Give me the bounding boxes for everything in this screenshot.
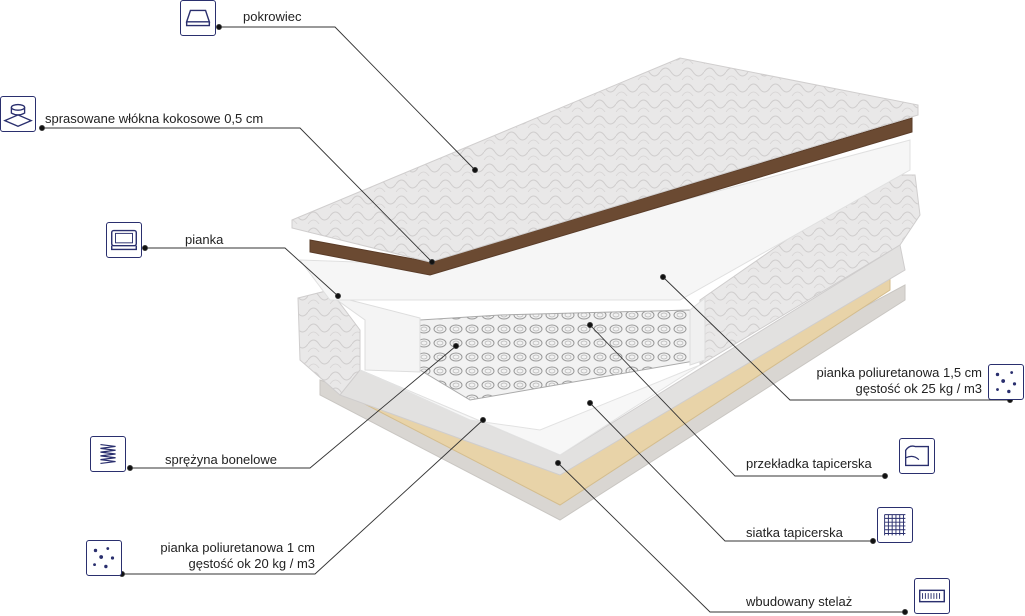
label-foam: pianka	[185, 232, 224, 247]
fabric-sheet-icon	[899, 438, 935, 474]
label-spring: sprężyna bonelowe	[165, 452, 278, 467]
mattress-cover-icon	[180, 0, 216, 36]
label-cover: pokrowiec	[243, 9, 302, 24]
cover-layer	[291, 57, 919, 263]
foam-icon	[106, 222, 142, 258]
coconut-fiber-icon	[0, 96, 36, 132]
mattress-body	[297, 174, 921, 476]
label-pu-foam-1-line1: pianka poliuretanowa 1 cm	[160, 540, 315, 555]
spring-icon	[90, 436, 126, 472]
foam-density-icon	[988, 364, 1024, 400]
leader-lines	[39, 24, 1013, 615]
label-pu-foam-15: pianka poliuretanowa 1,5 cm gęstość ok 2…	[782, 365, 983, 397]
label-pu-foam-15-line1: pianka poliuretanowa 1,5 cm	[816, 365, 983, 380]
spring-core	[329, 294, 706, 456]
label-frame: wbudowany stelaż	[746, 594, 853, 609]
label-pu-foam-15-line2: gęstość ok 25 kg / m3	[855, 381, 982, 396]
label-upholstery-insert: przekładka tapicerska	[746, 456, 872, 471]
label-pu-foam-1: pianka poliuretanowa 1 cm gęstość ok 20 …	[133, 540, 315, 572]
label-upholstery-mesh: siatka tapicerska	[746, 525, 843, 540]
frame-icon	[914, 578, 950, 614]
mesh-icon	[877, 507, 913, 543]
foam-density-icon	[86, 540, 122, 576]
label-coconut: sprasowane włókna kokosowe 0,5 cm	[45, 111, 264, 126]
label-pu-foam-1-line2: gęstość ok 20 kg / m3	[188, 556, 315, 571]
